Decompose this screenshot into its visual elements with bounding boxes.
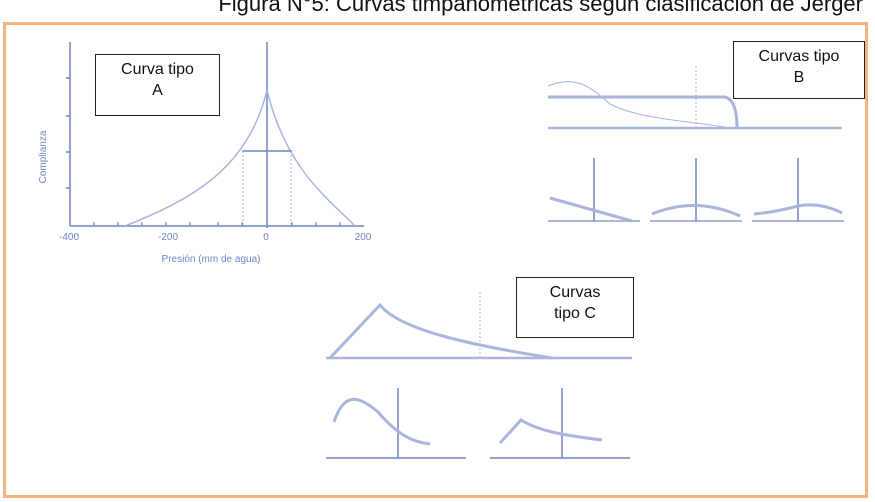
type-c-small2-curve <box>498 418 603 445</box>
type-c-main-curve <box>328 302 553 360</box>
type-b-label-line2: B <box>793 69 805 86</box>
type-a-label-line2: A <box>152 82 163 99</box>
type-b-flat-curve <box>548 95 739 129</box>
type-a-x-ticks <box>93 222 341 226</box>
type-a-x-axis-label: Presión (mm de agua) <box>162 254 261 265</box>
type-b-label-line1: Curvas tipo <box>758 48 840 65</box>
type-c-label-box: Curvas tipo C <box>516 277 634 338</box>
type-b-small1-curve <box>549 196 633 223</box>
type-a-y-axis-label: Complianza <box>38 130 49 183</box>
type-a-curve <box>124 89 356 227</box>
type-c-label-line1: Curvas <box>549 284 601 301</box>
type-b-label-box: Curvas tipo B <box>733 41 865 99</box>
figure-caption: Figura N°5: Curvas timpanométricas según… <box>218 0 863 16</box>
type-b-thin-curve <box>547 81 731 129</box>
type-a-label-line1: Curva tipo <box>121 61 194 78</box>
type-b-graph <box>547 66 844 223</box>
type-b-small2-curve <box>651 204 741 218</box>
type-a-x-tick-label: -200 <box>158 232 178 243</box>
type-a-label-box: Curva tipo A <box>95 54 220 116</box>
type-c-label-line2: tipo C <box>554 305 596 322</box>
type-a-x-tick-label: 200 <box>355 232 372 243</box>
type-c-small1-curve <box>332 397 431 446</box>
type-c-graph <box>326 292 632 459</box>
type-a-y-ticks <box>66 77 70 189</box>
type-a-graph <box>66 42 364 228</box>
type-b-small3-curve <box>753 203 843 216</box>
type-a-x-tick-label: 0 <box>263 232 269 243</box>
type-a-x-tick-label: -400 <box>59 232 79 243</box>
